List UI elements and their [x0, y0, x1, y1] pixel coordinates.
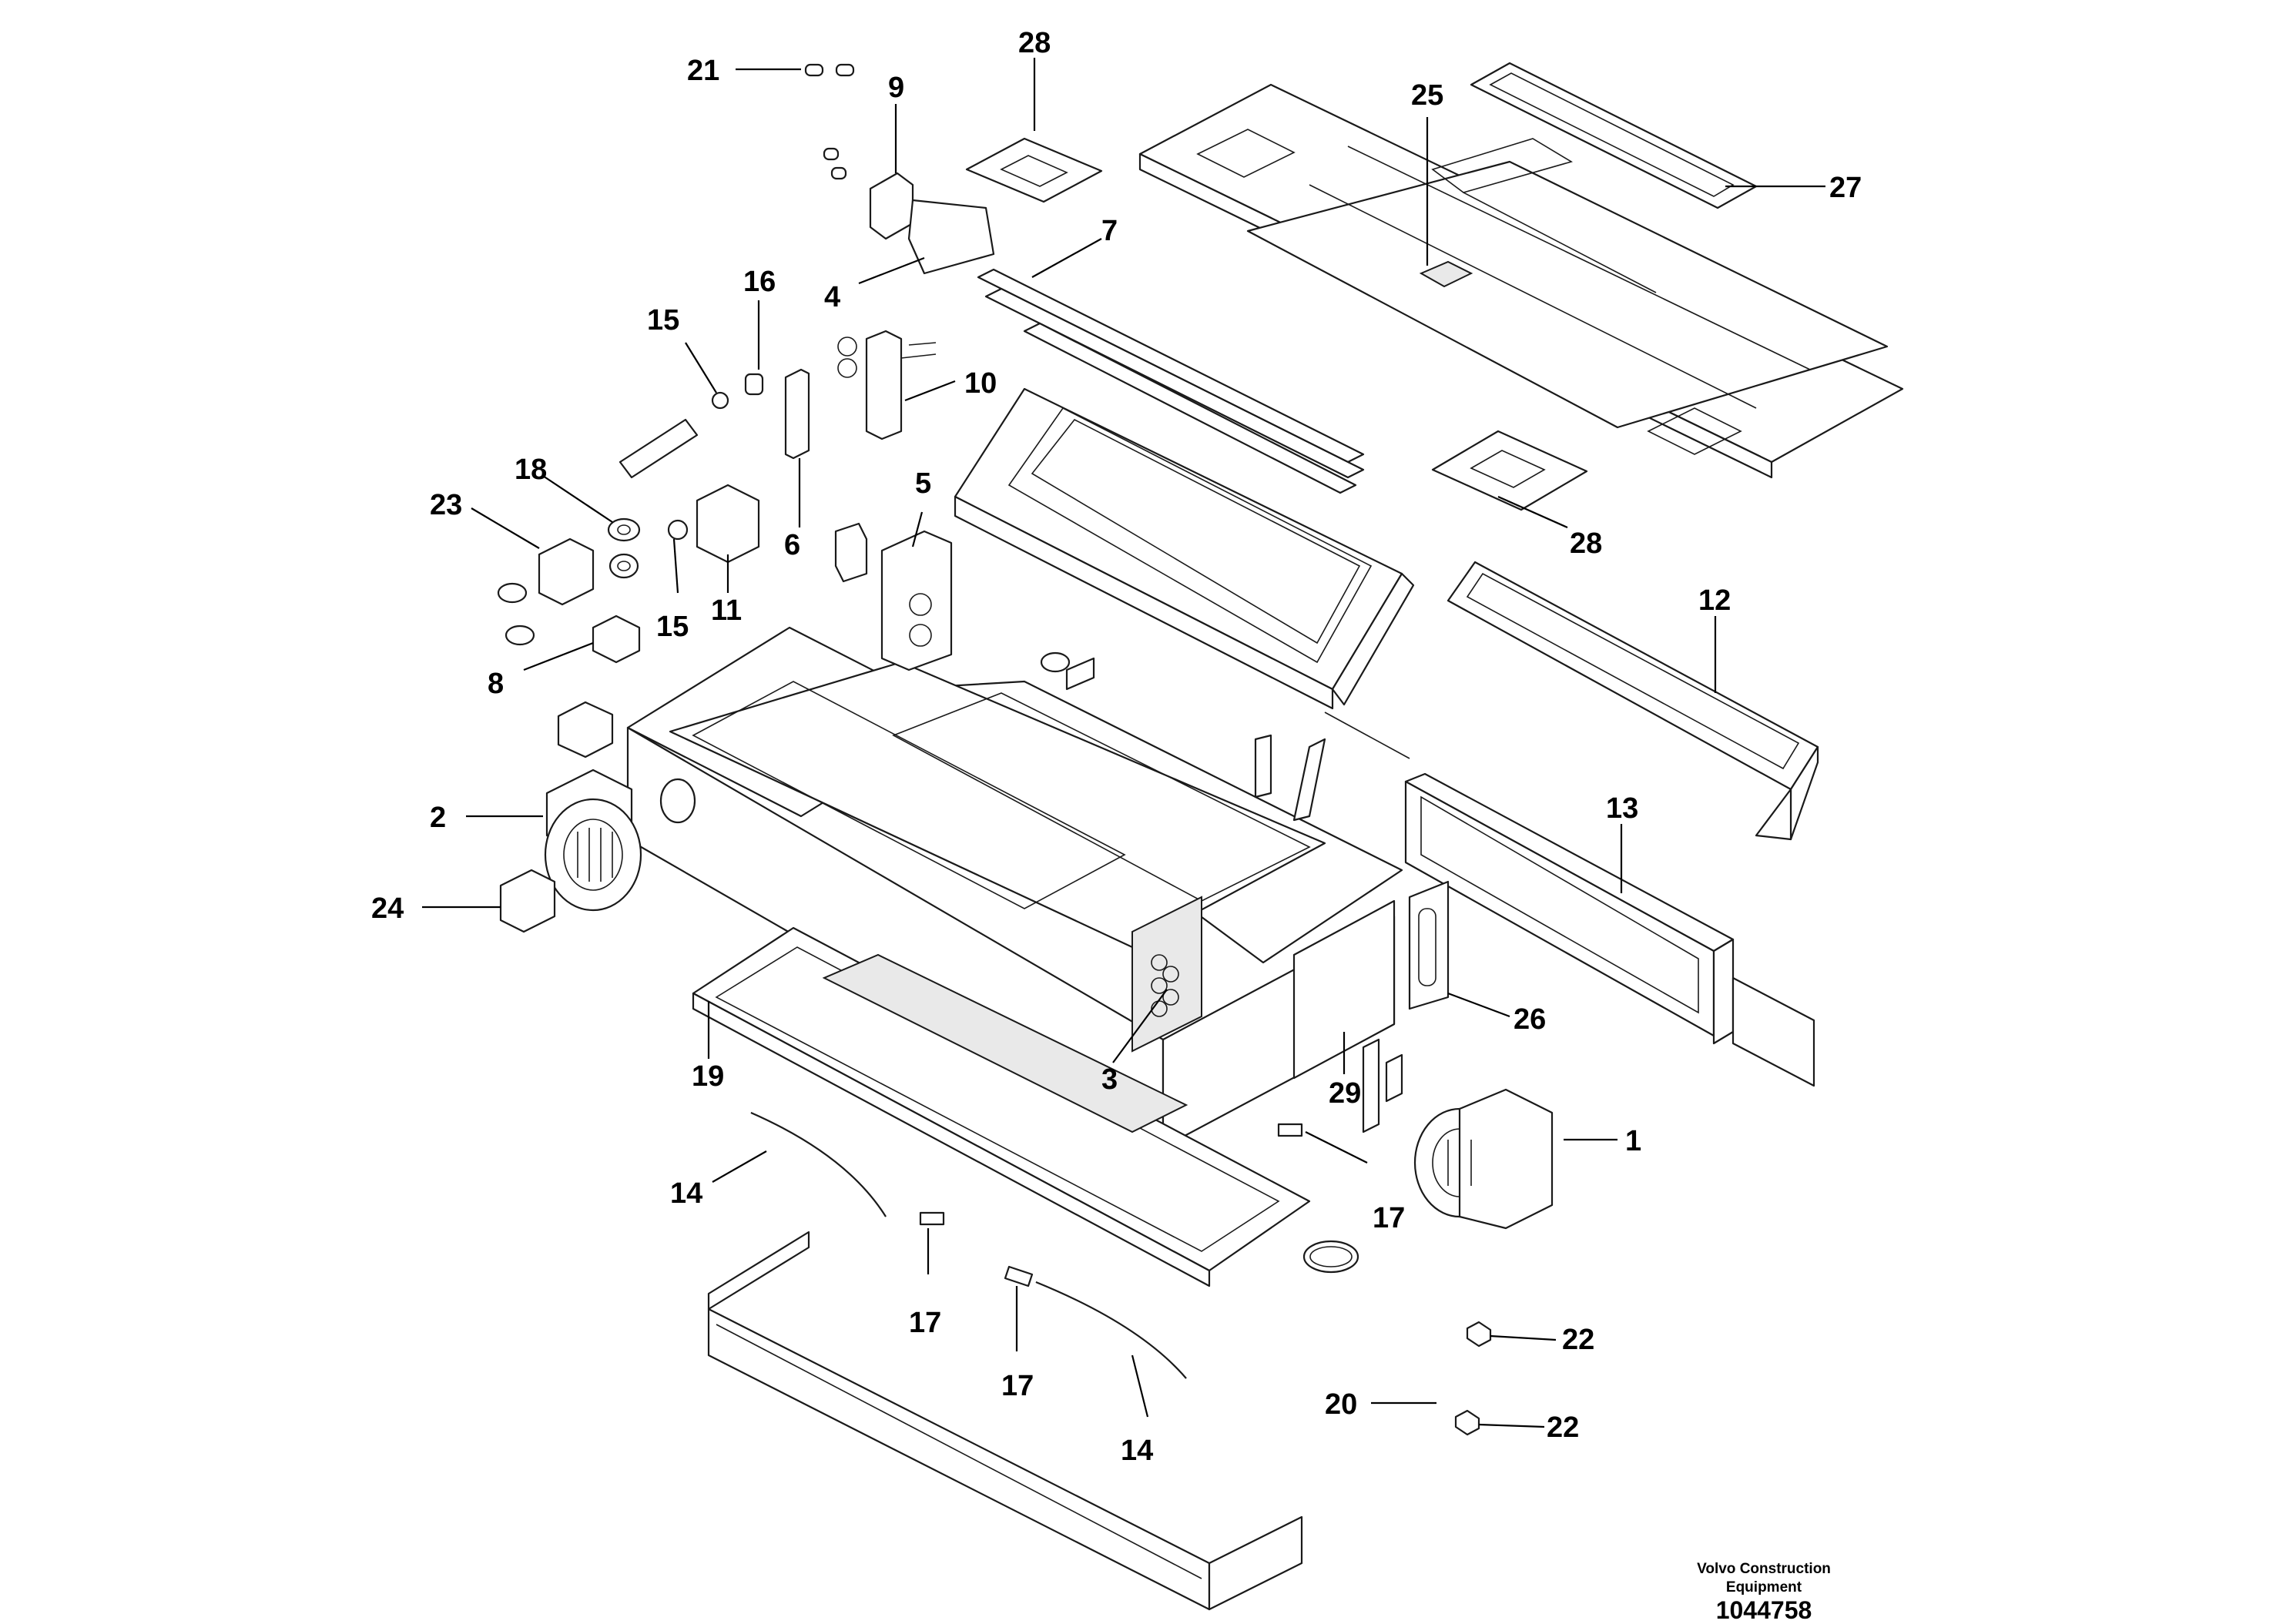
callout-15-bottom: 15	[656, 611, 689, 643]
callout-18: 18	[515, 454, 547, 486]
callout-6: 6	[784, 529, 800, 561]
callout-17-lower: 17	[1001, 1370, 1034, 1402]
callout-4: 4	[824, 281, 840, 313]
fittings-22	[1454, 1321, 1492, 1436]
callout-26: 26	[1514, 1003, 1546, 1036]
footer-company-line1: Volvo Construction	[1697, 1561, 1831, 1577]
callout-21: 21	[687, 55, 719, 87]
upper-housing-lid	[954, 387, 1415, 759]
callout-5: 5	[915, 467, 931, 500]
callout-23: 23	[430, 489, 462, 521]
callout-19: 19	[692, 1060, 724, 1093]
callout-1: 1	[1625, 1125, 1641, 1157]
clips-17	[919, 1123, 1303, 1287]
bracket-29	[1362, 1038, 1403, 1133]
hose-14-right	[1035, 1281, 1187, 1379]
callout-15-top: 15	[647, 304, 679, 337]
callout-11: 11	[711, 594, 742, 627]
footer-drawing-id: 1044758	[1716, 1596, 1812, 1624]
callout-27: 27	[1829, 172, 1862, 204]
valve-9	[869, 172, 995, 275]
connector-8	[557, 614, 641, 758]
pipe-clamp-top	[1040, 651, 1326, 822]
resistor-24	[499, 869, 556, 933]
callout-22-top: 22	[1562, 1324, 1594, 1356]
leader-lines	[422, 58, 1825, 1428]
callout-labels: 21 9 28 25 27 7 4 16 15 10 5 18 23 6 11 …	[371, 27, 1862, 1467]
drain-tray-19	[692, 926, 1311, 1287]
hose-16	[619, 373, 764, 479]
callout-24: 24	[371, 892, 404, 925]
callout-17-right: 17	[1373, 1202, 1405, 1234]
seal-ring	[1302, 1240, 1359, 1274]
callout-29: 29	[1329, 1077, 1361, 1110]
plate-28-bottom	[1431, 430, 1588, 511]
callout-20: 20	[1325, 1388, 1357, 1421]
blower-2	[544, 768, 696, 912]
callout-7: 7	[1101, 215, 1118, 247]
callout-13: 13	[1606, 792, 1638, 825]
plate-5	[834, 522, 953, 671]
callout-12: 12	[1698, 584, 1731, 617]
callout-17-middle: 17	[909, 1307, 941, 1339]
callout-2: 2	[430, 802, 446, 834]
footer-company-line2: Equipment	[1726, 1579, 1802, 1596]
callout-28-top: 28	[1018, 27, 1051, 59]
callout-9: 9	[888, 72, 904, 104]
callout-14-right: 14	[1121, 1435, 1153, 1467]
callout-28-bottom: 28	[1570, 527, 1602, 560]
relay-23	[497, 537, 595, 646]
callout-3: 3	[1101, 1063, 1118, 1096]
expansion-valve-10	[837, 330, 937, 440]
filter-26	[1408, 880, 1450, 1010]
filter-frame-12	[1447, 561, 1819, 841]
callout-22-bottom: 22	[1547, 1411, 1579, 1444]
fittings-21	[804, 63, 855, 180]
plate-28-top	[965, 137, 1103, 203]
switch-11	[667, 484, 760, 564]
strip-7	[977, 268, 1365, 494]
callout-8: 8	[488, 668, 504, 700]
blower-1	[1413, 1088, 1554, 1230]
footer-block: Volvo Construction Equipment 1044758	[1697, 1561, 1831, 1624]
hose-14-left	[750, 1111, 887, 1217]
callout-16: 16	[743, 266, 776, 298]
bottom-cover	[707, 1231, 1303, 1611]
filter-frame-13	[1404, 772, 1815, 1087]
callout-14-left: 14	[670, 1177, 702, 1210]
grommets-18	[607, 517, 641, 579]
top-panel-assembly	[1138, 83, 1904, 479]
bracket-6	[784, 368, 810, 460]
callout-10: 10	[964, 367, 997, 400]
callout-25: 25	[1411, 79, 1443, 112]
